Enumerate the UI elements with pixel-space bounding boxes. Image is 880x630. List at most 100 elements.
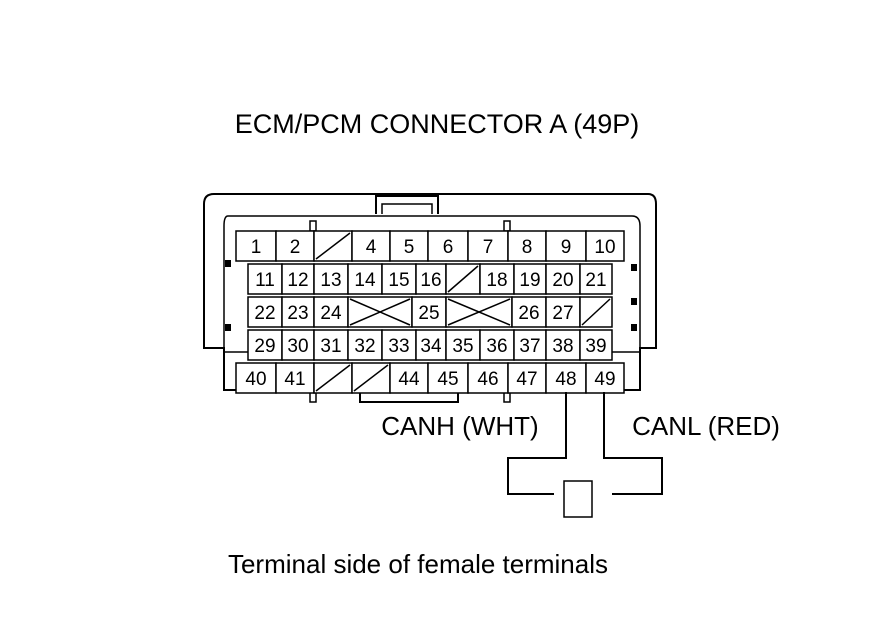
terminal-number: 49 (594, 369, 615, 390)
terminal-cell: 38 (545, 329, 581, 361)
terminal-cell: 2 (275, 230, 315, 262)
terminal-number: 15 (388, 270, 409, 291)
terminal-number: 29 (254, 336, 275, 357)
blank-terminal-mark (315, 364, 351, 392)
canl-label: CANL (RED) (632, 411, 780, 441)
terminal-number: 47 (516, 369, 537, 390)
terminal-number: 39 (585, 336, 606, 357)
terminal-cell: 10 (585, 230, 625, 262)
terminal-cell: 37 (513, 329, 547, 361)
terminal-cell (351, 362, 391, 394)
terminal-cell: 18 (479, 263, 515, 295)
terminal-number: 46 (477, 369, 498, 390)
terminal-cell: 39 (579, 329, 613, 361)
terminal-number: 33 (388, 336, 409, 357)
can-wires (507, 392, 663, 518)
terminal-number: 9 (561, 237, 572, 258)
terminal-cell: 46 (467, 362, 509, 394)
terminal-number: 8 (522, 237, 533, 258)
terminal-number: 14 (354, 270, 376, 291)
terminal-cell (445, 296, 513, 328)
terminal-number: 2 (290, 237, 301, 258)
terminal-cell: 34 (415, 329, 447, 361)
blank-terminal-mark (315, 232, 351, 260)
blank-terminal-mark (447, 265, 479, 293)
terminal-number: 23 (287, 303, 308, 324)
terminal-number: 11 (255, 270, 275, 291)
terminal-number: 25 (418, 303, 439, 324)
terminal-number: 1 (251, 237, 262, 258)
terminal-cell: 27 (545, 296, 581, 328)
terminal-cell (445, 263, 481, 295)
terminal-number: 12 (287, 270, 308, 291)
terminal-cell: 6 (427, 230, 469, 262)
terminal-cell: 31 (313, 329, 349, 361)
terminal-number: 34 (420, 336, 442, 357)
terminal-cell: 16 (415, 263, 447, 295)
terminal-cell: 19 (513, 263, 547, 295)
terminal-number: 18 (486, 270, 507, 291)
terminal-number: 7 (483, 237, 494, 258)
terminal-number: 32 (354, 336, 375, 357)
terminal-number: 31 (320, 336, 341, 357)
canh-label: CANH (WHT) (381, 411, 538, 441)
terminal-number: 41 (284, 369, 305, 390)
diagram-caption: Terminal side of female terminals (228, 549, 608, 579)
terminal-cell: 36 (479, 329, 515, 361)
blank-terminal-mark (581, 298, 611, 326)
terminal-number: 35 (452, 336, 473, 357)
terminal-cell: 22 (247, 296, 283, 328)
terminal-number: 22 (254, 303, 275, 324)
tester-probe-icon (563, 480, 593, 518)
terminal-number: 5 (404, 237, 415, 258)
terminal-cell: 32 (347, 329, 383, 361)
terminal-cell: 7 (467, 230, 509, 262)
terminal-number: 30 (287, 336, 308, 357)
terminal-cell: 21 (579, 263, 613, 295)
terminal-cell: 11 (247, 263, 283, 295)
terminal-cell: 15 (381, 263, 417, 295)
terminal-number: 40 (245, 369, 266, 390)
terminal-cell: 4 (351, 230, 391, 262)
terminal-cell: 33 (381, 329, 417, 361)
terminal-number: 10 (594, 237, 615, 258)
terminal-cell: 44 (389, 362, 429, 394)
terminal-cell: 30 (281, 329, 315, 361)
terminal-number: 4 (366, 237, 377, 258)
terminal-cell: 13 (313, 263, 349, 295)
terminal-cell: 5 (389, 230, 429, 262)
terminal-number: 6 (443, 237, 454, 258)
terminal-cell (347, 296, 413, 328)
canh-wire (507, 392, 567, 495)
terminal-cell: 35 (445, 329, 481, 361)
terminal-cell: 8 (507, 230, 547, 262)
terminal-number: 38 (552, 336, 573, 357)
terminal-number: 26 (518, 303, 539, 324)
terminal-cell: 48 (545, 362, 587, 394)
terminal-cell: 47 (507, 362, 547, 394)
terminal-cell: 1 (235, 230, 277, 262)
terminal-number: 16 (420, 270, 441, 291)
terminal-number: 19 (519, 270, 540, 291)
terminal-number: 21 (585, 270, 606, 291)
terminal-number: 24 (320, 303, 342, 324)
terminal-cell: 49 (585, 362, 625, 394)
terminal-cell: 23 (281, 296, 315, 328)
terminal-number: 13 (320, 270, 341, 291)
terminal-cell: 12 (281, 263, 315, 295)
terminal-number: 27 (552, 303, 573, 324)
terminal-number: 20 (552, 270, 573, 291)
terminal-cell: 24 (313, 296, 349, 328)
terminal-cell: 45 (427, 362, 469, 394)
blank-terminal-mark (353, 364, 389, 392)
terminal-cell: 20 (545, 263, 581, 295)
canl-wire (603, 392, 663, 495)
terminal-number: 48 (555, 369, 576, 390)
terminal-cell: 29 (247, 329, 283, 361)
terminal-cell (313, 362, 353, 394)
terminal-cell: 41 (275, 362, 315, 394)
terminal-cell: 40 (235, 362, 277, 394)
diagram-title: ECM/PCM CONNECTOR A (49P) (235, 109, 640, 139)
